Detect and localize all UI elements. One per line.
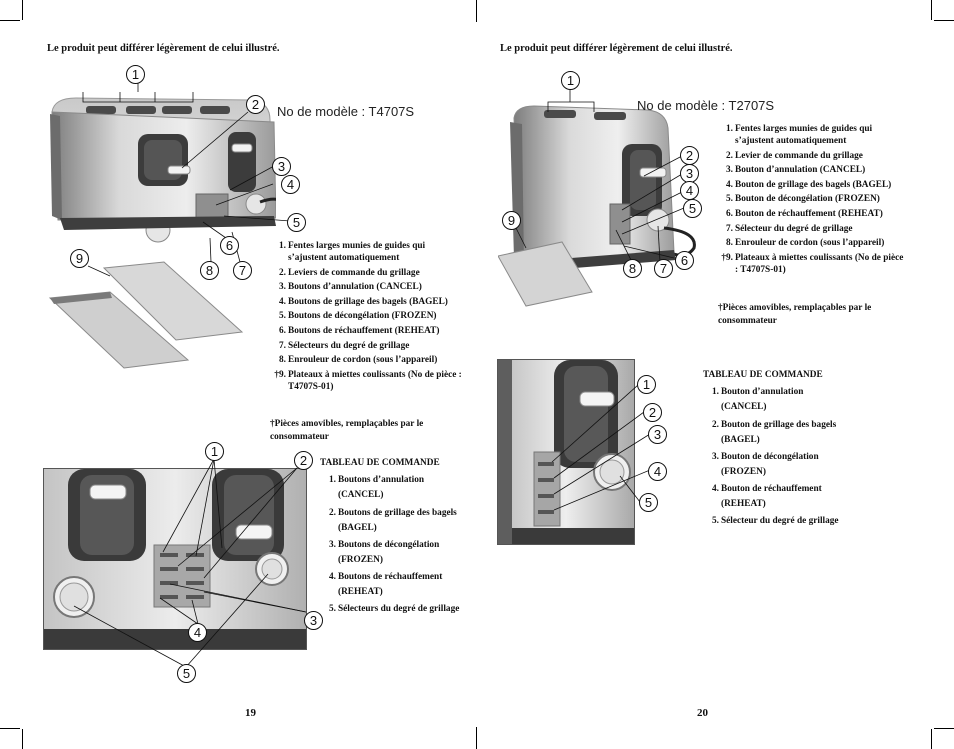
model-label: No de modèle : T2707S: [637, 98, 775, 113]
parts-list: 1.Fentes larges munies de guides qui s’a…: [717, 123, 905, 278]
callout-7: 7: [233, 261, 252, 280]
callout-2: 2: [294, 451, 313, 470]
callout-1: 1: [205, 442, 224, 461]
page-number: 20: [697, 707, 708, 719]
list-item: 4.Bouton de réchauffement (REHEAT): [712, 484, 822, 510]
replaceable-parts-note: †Pièces amovibles, remplaçables par le c…: [718, 303, 872, 327]
callout-4: 4: [281, 175, 300, 194]
control-panel-4-slice-photo: [43, 468, 307, 650]
callout-2: 2: [246, 95, 265, 114]
callout-1: 1: [637, 375, 656, 394]
callout-3: 3: [304, 611, 323, 630]
crop-mark: [22, 729, 23, 749]
list-item: 5.Bouton de décongélation (FROZEN): [726, 194, 880, 205]
callout-3: 3: [648, 425, 667, 444]
callout-6: 6: [220, 236, 239, 255]
list-item: 1.Boutons d’annulation (CANCEL): [329, 475, 425, 501]
control-table-list: 1.Bouton d’annulation (CANCEL) 2.Bouton …: [703, 385, 843, 529]
list-item: 2.Levier de commande du grillage: [726, 150, 863, 161]
list-item: 7.Sélecteur du degré de grillage: [726, 223, 853, 234]
crop-mark: [0, 20, 20, 21]
list-item: 6.Bouton de réchauffement (REHEAT): [726, 208, 883, 219]
crop-mark: [0, 728, 20, 729]
crop-mark: [934, 20, 954, 21]
callout-8: 8: [200, 261, 219, 280]
model-label: No de modèle : T4707S: [277, 104, 415, 119]
toaster-2-slice-photo: [498, 92, 720, 324]
list-item: 4.Boutons de réchauffement (REHEAT): [329, 572, 443, 598]
list-item: 1.Fentes larges munies de guides qui s’a…: [726, 124, 873, 147]
list-item: 5.Boutons de décongélation (FROZEN): [279, 311, 437, 322]
callout-8: 8: [623, 259, 642, 278]
list-item: 1.Fentes larges munies de guides qui s’a…: [279, 241, 426, 264]
callout-9: 9: [70, 249, 89, 268]
list-item: 4.Boutons de grillage des bagels (BAGEL): [279, 296, 448, 307]
callout-9: 9: [502, 211, 521, 230]
callout-5: 5: [177, 664, 196, 683]
crop-mark: [931, 0, 932, 20]
callout-6: 6: [675, 251, 694, 270]
callout-2: 2: [643, 403, 662, 422]
crop-mark: [476, 727, 477, 749]
control-panel-2-slice-photo: [497, 359, 635, 545]
control-table: TABLEAU DE COMMANDE 1.Boutons d’annulati…: [320, 457, 470, 620]
list-item: 2.Leviers de commande du grillage: [279, 267, 420, 278]
callout-5: 5: [639, 493, 658, 512]
callout-4: 4: [188, 623, 207, 642]
list-item: 4.Bouton de grillage des bagels (BAGEL): [726, 179, 892, 190]
callout-5: 5: [287, 213, 306, 232]
toaster-4-slice-photo: [46, 92, 276, 387]
list-item: 3.Bouton d’annulation (CANCEL): [726, 165, 866, 176]
control-table-title: TABLEAU DE COMMANDE: [703, 370, 823, 380]
list-item: 6.Boutons de réchauffement (REHEAT): [279, 325, 440, 336]
list-item: 8.Enrouleur de cordon (sous l’appareil): [279, 355, 438, 366]
list-item: 2.Boutons de grillage des bagels (BAGEL): [329, 507, 457, 533]
list-item: 3.Boutons d’annulation (CANCEL): [279, 282, 422, 293]
callout-3: 3: [272, 157, 291, 176]
list-item: 2.Bouton de grillage des bagels (BAGEL): [712, 419, 837, 445]
list-item: 5.Sélecteur du degré de grillage: [712, 516, 839, 527]
crop-mark: [476, 0, 477, 22]
control-table-title: TABLEAU DE COMMANDE: [320, 458, 440, 468]
crop-mark: [22, 0, 23, 20]
page-header: Le produit peut différer légèrement de c…: [500, 43, 733, 54]
callout-5: 5: [683, 199, 702, 218]
list-item: 7.Sélecteurs du degré de grillage: [279, 340, 410, 351]
callout-1: 1: [126, 65, 145, 84]
control-table: TABLEAU DE COMMANDE 1.Bouton d’annulatio…: [703, 369, 843, 532]
list-item: 3.Boutons de décongélation (FROZEN): [329, 539, 440, 565]
list-item: 1.Bouton d’annulation (CANCEL): [712, 387, 804, 413]
replaceable-parts-note: †Pièces amovibles, remplaçables par le c…: [270, 419, 424, 443]
callout-1: 1: [561, 71, 580, 90]
control-table-list: 1.Boutons d’annulation (CANCEL) 2.Bouton…: [320, 473, 470, 617]
list-item: †9.Plateaux à miettes coulissants (No de…: [274, 369, 462, 392]
callout-7: 7: [654, 259, 673, 278]
callout-4: 4: [648, 462, 667, 481]
list-item: 5.Sélecteurs du degré de grillage: [329, 604, 460, 615]
page-number: 19: [245, 707, 256, 719]
list-item: †9.Plateaux à miettes coulissants (No de…: [721, 252, 904, 275]
list-item: 8.Enrouleur de cordon (sous l’appareil): [726, 238, 885, 249]
crop-mark: [934, 728, 954, 729]
parts-list: 1.Fentes larges munies de guides qui s’a…: [270, 240, 462, 395]
list-item: 3.Bouton de décongélation (FROZEN): [712, 451, 819, 477]
crop-mark: [931, 729, 932, 749]
page-header: Le produit peut différer légèrement de c…: [47, 43, 280, 54]
callout-4: 4: [680, 181, 699, 200]
